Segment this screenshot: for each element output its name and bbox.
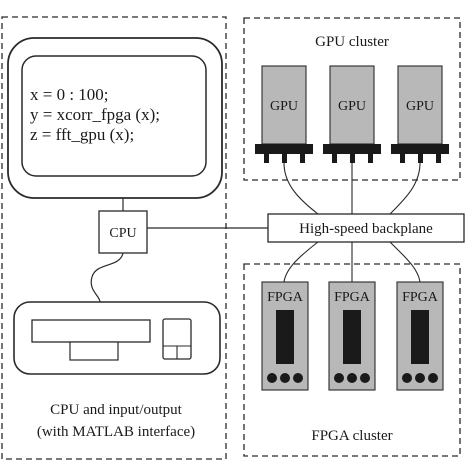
gpu-pin — [418, 154, 423, 163]
fpga-cluster-title: FPGA cluster — [311, 428, 392, 444]
gpu-pin — [332, 154, 337, 163]
gpu-card — [329, 65, 375, 145]
cpu-io-region — [1, 16, 227, 460]
gpu1-cable — [283, 162, 319, 215]
gpu-unit-1: GPU — [255, 65, 313, 163]
gpu-label: GPU — [406, 99, 434, 114]
cpu-io-label-line2: (with MATLAB interface) — [37, 424, 195, 440]
fpga-port — [334, 373, 344, 383]
fpga-port — [402, 373, 412, 383]
gpu-unit-2: GPU — [323, 65, 381, 163]
fpga-unit-3: FPGA — [396, 281, 444, 391]
gpu-card — [261, 65, 307, 145]
backplane-label: High-speed backplane — [299, 221, 433, 237]
gpu-pin — [400, 154, 405, 163]
fpga-label: FPGA — [267, 290, 304, 305]
gpu-pin — [436, 154, 441, 163]
fpga-cluster-region — [243, 263, 461, 457]
gpu-card — [397, 65, 443, 145]
cpu-io-label-line1: CPU and input/output — [50, 402, 183, 418]
backplane-box — [267, 213, 465, 243]
gpu3-cable — [389, 162, 421, 215]
gpu-label: GPU — [270, 99, 298, 114]
fpga-chip — [411, 310, 429, 364]
gpu-pin — [264, 154, 269, 163]
cpu-label: CPU — [109, 226, 136, 241]
fpga-label: FPGA — [402, 290, 439, 305]
fpga-port — [293, 373, 303, 383]
fpga-chip — [343, 310, 361, 364]
cpu-keyboard-cable — [90, 252, 124, 303]
fpga-unit-2: FPGA — [328, 281, 376, 391]
gpu-connector-bar — [255, 144, 313, 154]
code-line-1: x = 0 : 100; — [30, 85, 109, 104]
fpga-port — [280, 373, 290, 383]
gpu-pin — [368, 154, 373, 163]
fpga3-cable — [389, 241, 421, 283]
gpu-connector-bar — [391, 144, 449, 154]
fpga-port — [415, 373, 425, 383]
fpga-port — [428, 373, 438, 383]
fpga-port — [347, 373, 357, 383]
fpga-port — [360, 373, 370, 383]
keyboard-spacebar — [69, 341, 119, 361]
gpu-pin — [282, 154, 287, 163]
gpu-unit-3: GPU — [391, 65, 449, 163]
gpu-pin — [300, 154, 305, 163]
gpu-label: GPU — [338, 99, 366, 114]
keyboard-unit — [13, 301, 221, 375]
monitor: x = 0 : 100; y = xcorr_fpga (x); z = fft… — [7, 37, 223, 199]
gpu-connector-bar — [323, 144, 381, 154]
gpu-pin — [350, 154, 355, 163]
fpga-port — [267, 373, 277, 383]
fpga-chip — [276, 310, 294, 364]
code-line-2: y = xcorr_fpga (x); — [30, 105, 160, 124]
fpga-unit-1: FPGA — [261, 281, 309, 391]
fpga-label: FPGA — [334, 290, 371, 305]
monitor-screen — [21, 55, 207, 177]
keyboard-keys — [31, 319, 151, 343]
fpga1-cable — [283, 241, 319, 283]
gpu-cluster-title: GPU cluster — [315, 34, 389, 50]
code-line-3: z = fft_gpu (x); — [30, 125, 134, 144]
